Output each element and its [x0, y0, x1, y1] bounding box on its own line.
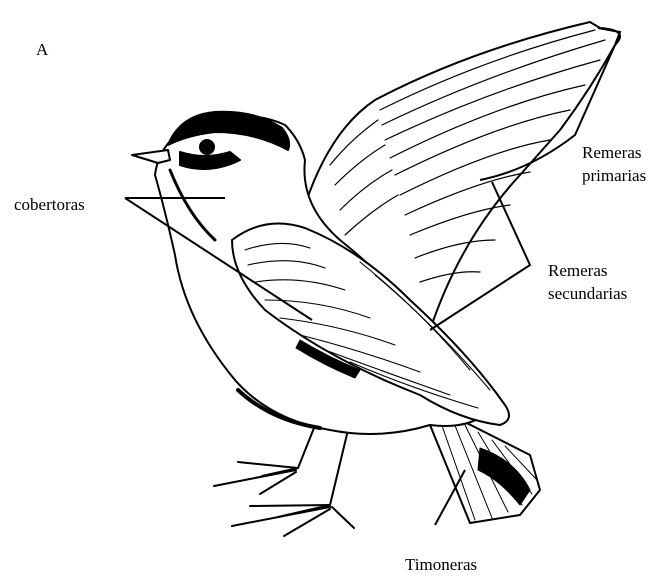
- beak: [132, 150, 170, 163]
- label-remeras-secundarias-line1: Remeras: [548, 261, 607, 280]
- label-remeras-primarias-line1: Remeras: [582, 143, 641, 162]
- label-cobertoras: cobertoras: [14, 195, 85, 214]
- panel-letter: A: [36, 40, 49, 59]
- label-remeras-secundarias-line2: secundarias: [548, 284, 627, 303]
- legs-and-feet: [214, 418, 354, 536]
- label-remeras-primarias-line2: primarias: [582, 166, 646, 185]
- bird-illustration: [132, 22, 620, 536]
- eye: [200, 140, 214, 154]
- label-timoneras: Timoneras: [405, 555, 477, 574]
